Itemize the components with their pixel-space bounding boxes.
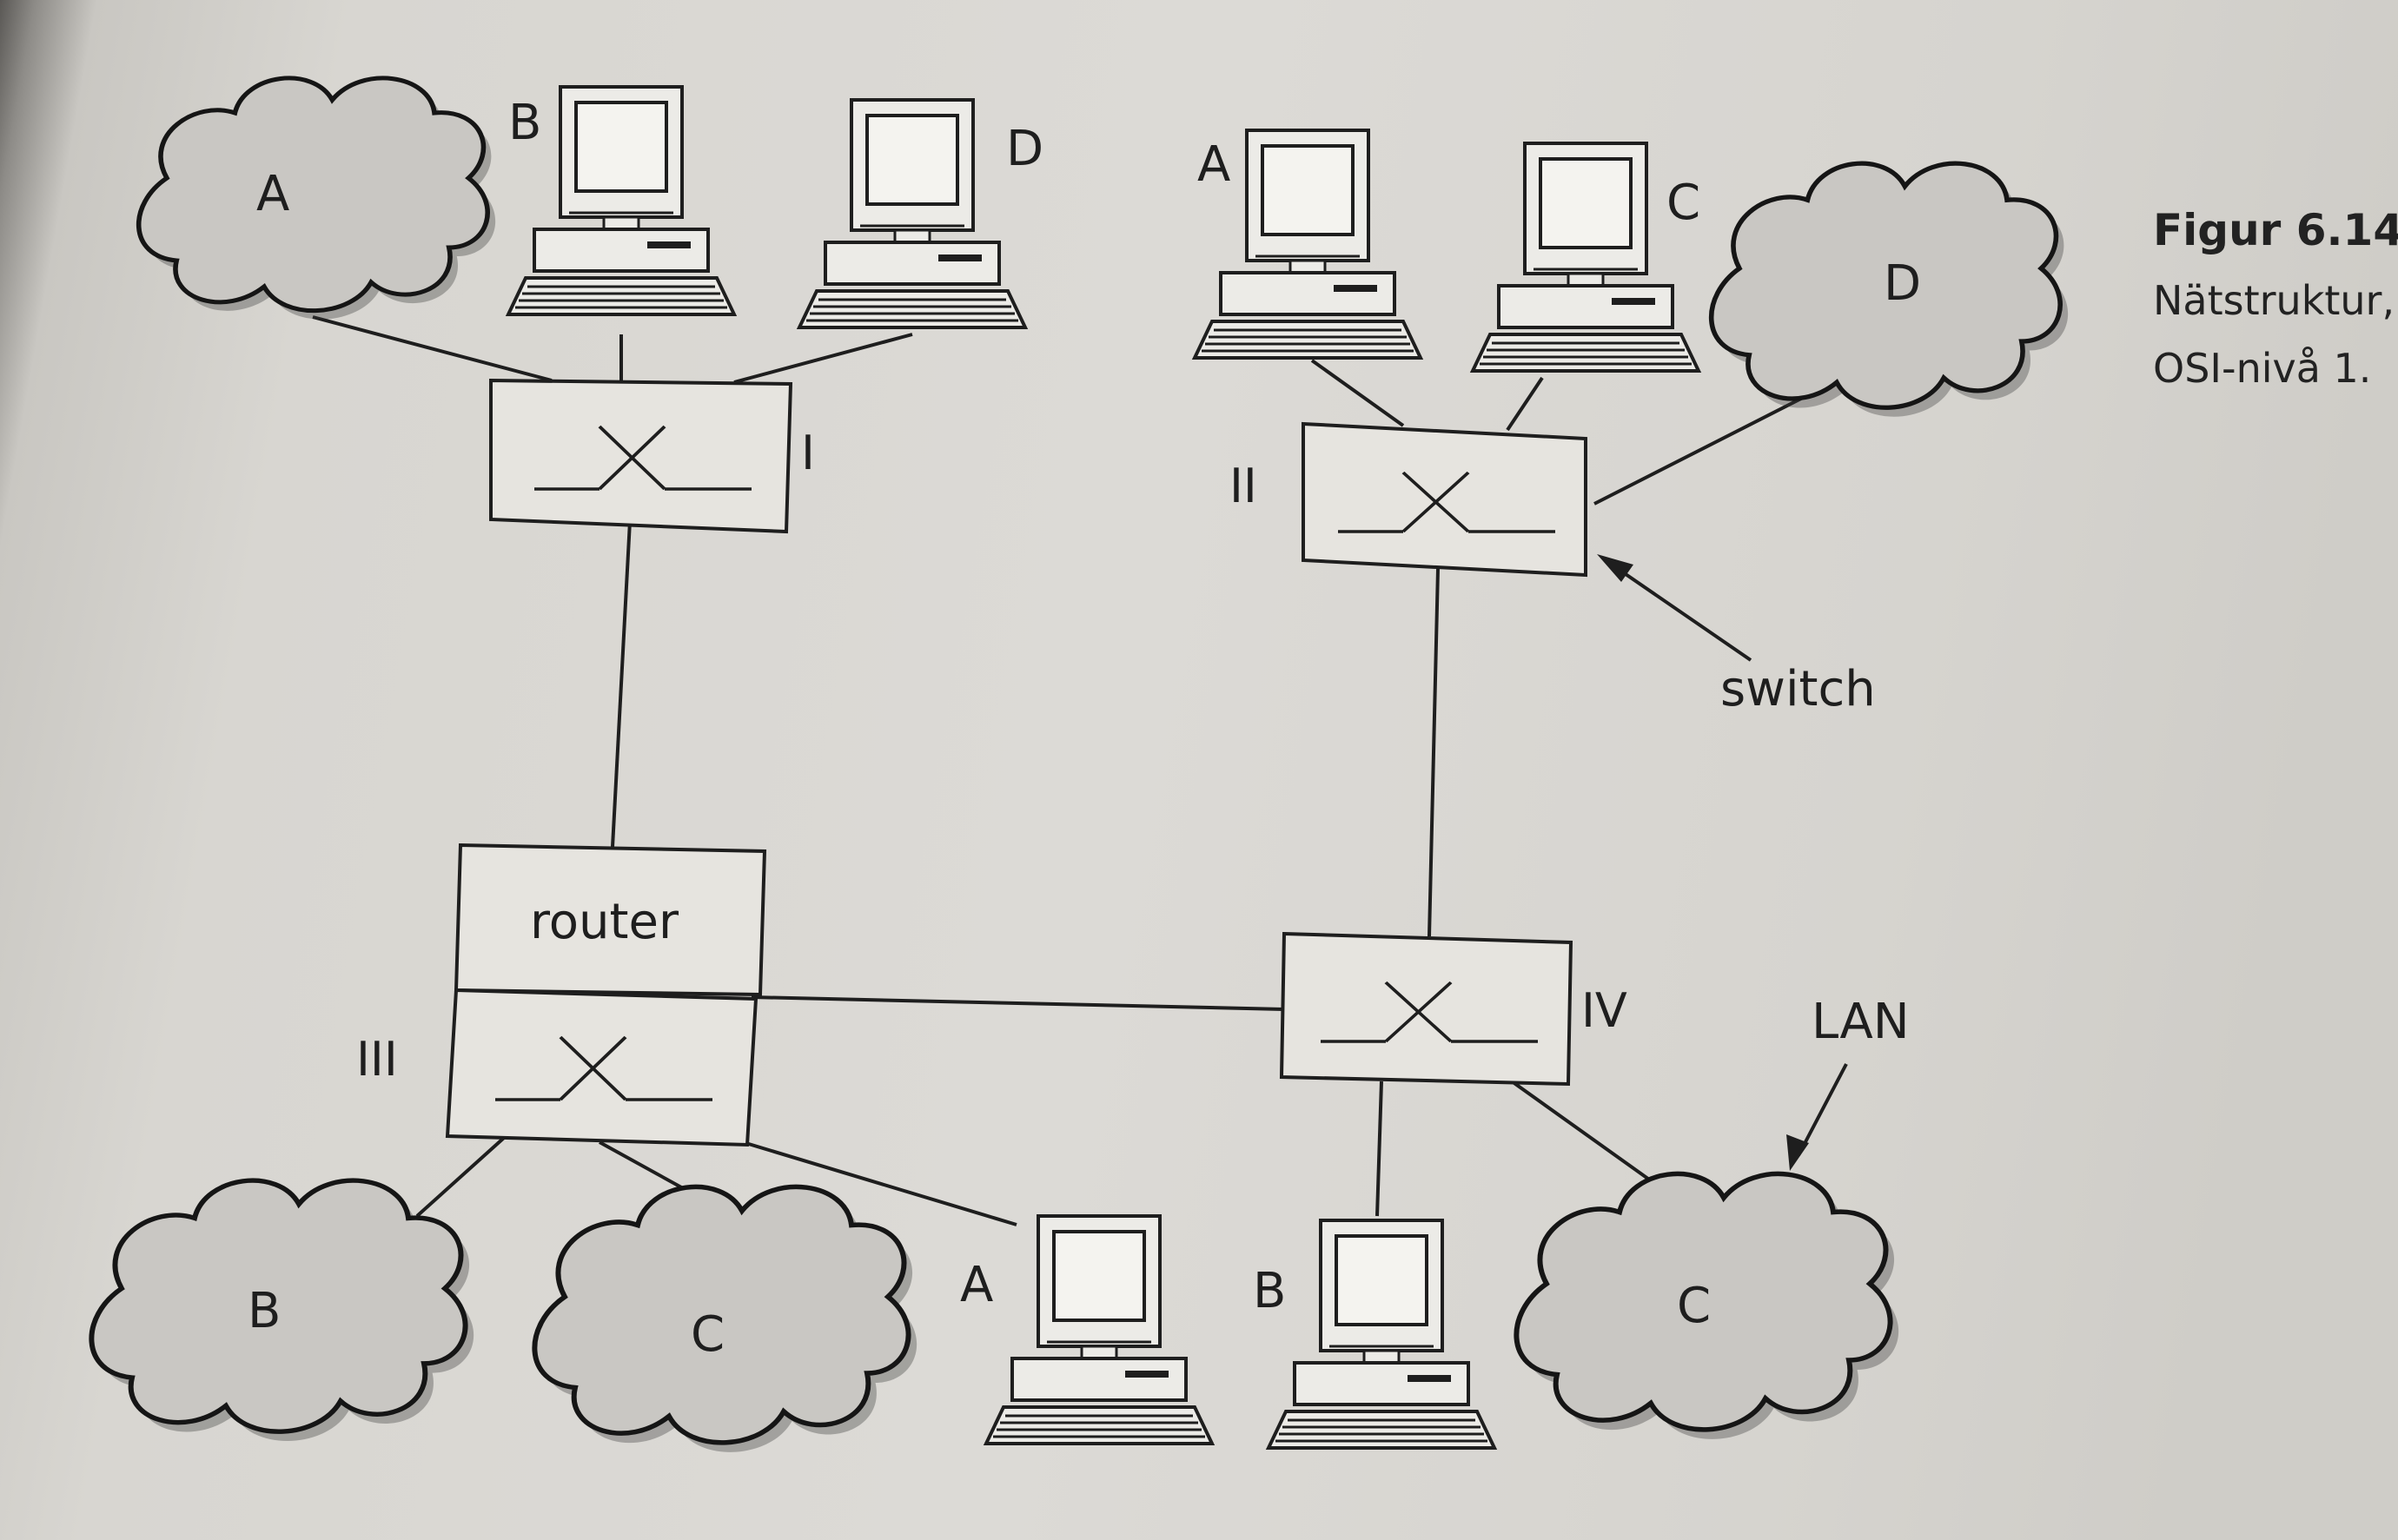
router-label: router [530,894,679,950]
figure-caption-line1: Nätstruktur, [2153,277,2395,324]
computer-icon [984,1214,1214,1445]
switch-label-iv: IV [1581,983,1627,1038]
cloud-c-bottom [534,1186,917,1452]
connection-lines [312,315,1848,1226]
lan-annotation: LAN [1812,994,1910,1050]
switch-iv [1279,931,1573,1087]
computer-icon [1471,142,1700,373]
computer-icon [798,98,1027,329]
computer-label: D [1006,121,1043,177]
cloud-a-top [139,78,496,320]
switch-label-ii: II [1229,459,1257,513]
computer-label: B [1253,1263,1286,1319]
computer-label: A [960,1257,993,1313]
cloud-label: C [1677,1278,1711,1334]
switch-label-iii: III [356,1032,398,1087]
switch-i [489,378,793,534]
computer-label: C [1666,175,1700,231]
switch-annotation: switch [1720,661,1876,717]
figure-caption-line2: OSI-nivå 1. [2153,345,2371,392]
computer-label: A [1197,136,1230,193]
cloud-label: D [1884,255,1921,312]
switch-label-i: I [801,426,815,480]
figure-title: Figur 6.14 [2153,205,2398,255]
cloud-label: A [256,166,289,222]
computer-label: B [508,95,541,151]
router-switch-iii [445,843,767,1147]
cloud-label: C [691,1306,725,1363]
computer-icon [507,85,736,316]
cloud-b-bottom [91,1180,474,1442]
computer-icon [1267,1219,1496,1450]
cloud-label: B [248,1283,281,1339]
switch-ii [1302,421,1587,578]
